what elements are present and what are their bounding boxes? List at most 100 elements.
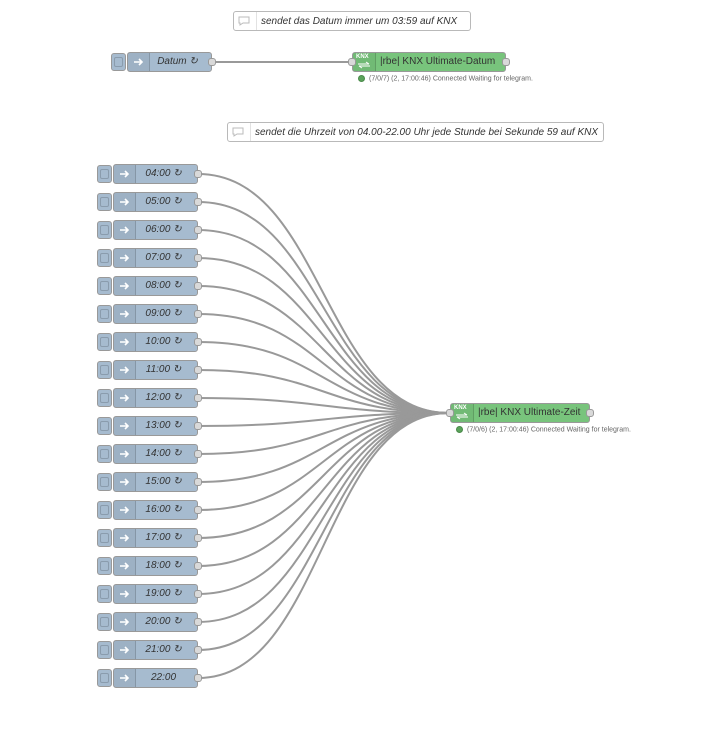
inject-node-time[interactable]: 19:00 ↻ bbox=[113, 584, 198, 604]
inject-label: 07:00 ↻ bbox=[145, 252, 182, 263]
inject-trigger-button[interactable] bbox=[97, 501, 112, 519]
wire-time[interactable] bbox=[197, 412, 450, 623]
inject-node-time[interactable]: 14:00 ↻ bbox=[113, 444, 198, 464]
inject-node-time[interactable]: 05:00 ↻ bbox=[113, 192, 198, 212]
inject-trigger-button[interactable] bbox=[97, 305, 112, 323]
output-port[interactable] bbox=[194, 646, 202, 654]
wire-time[interactable] bbox=[197, 412, 450, 651]
output-port[interactable] bbox=[208, 58, 216, 66]
wire-time[interactable] bbox=[197, 341, 450, 414]
inject-trigger-button[interactable] bbox=[97, 165, 112, 183]
inject-node-time[interactable]: 13:00 ↻ bbox=[113, 416, 198, 436]
output-port[interactable] bbox=[194, 450, 202, 458]
inject-node-time[interactable]: 17:00 ↻ bbox=[113, 528, 198, 548]
inject-trigger-button[interactable] bbox=[97, 473, 112, 491]
wire-time[interactable] bbox=[197, 412, 450, 455]
output-port[interactable] bbox=[194, 394, 202, 402]
wire-time[interactable] bbox=[197, 412, 450, 539]
wire-time[interactable] bbox=[197, 313, 450, 414]
inject-trigger-button[interactable] bbox=[97, 557, 112, 575]
inject-trigger-button[interactable] bbox=[97, 221, 112, 239]
wire-time[interactable] bbox=[197, 201, 450, 414]
arrow-right-icon bbox=[114, 473, 136, 491]
inject-node-time[interactable]: 11:00 ↻ bbox=[113, 360, 198, 380]
inject-node-time[interactable]: 16:00 ↻ bbox=[113, 500, 198, 520]
comment-node-time[interactable]: sendet die Uhrzeit von 04.00-22.00 Uhr j… bbox=[227, 122, 604, 142]
knx-node-zeit[interactable]: KNX |rbe| KNX Ultimate-Zeit bbox=[450, 403, 590, 423]
inject-node-time[interactable]: 06:00 ↻ bbox=[113, 220, 198, 240]
knx-node-datum[interactable]: KNX |rbe| KNX Ultimate-Datum bbox=[352, 52, 506, 72]
output-port[interactable] bbox=[194, 310, 202, 318]
inject-node-time[interactable]: 08:00 ↻ bbox=[113, 276, 198, 296]
knx-node-label: |rbe| KNX Ultimate-Datum bbox=[380, 56, 496, 67]
inject-label: 06:00 ↻ bbox=[145, 224, 182, 235]
wire-time[interactable] bbox=[197, 257, 450, 414]
output-port[interactable] bbox=[194, 534, 202, 542]
inject-trigger-button[interactable] bbox=[111, 53, 126, 71]
inject-node-time[interactable]: 10:00 ↻ bbox=[113, 332, 198, 352]
wire-time[interactable] bbox=[197, 412, 450, 679]
inject-trigger-button[interactable] bbox=[97, 417, 112, 435]
wire-time[interactable] bbox=[197, 397, 450, 414]
inject-node-time[interactable]: 09:00 ↻ bbox=[113, 304, 198, 324]
input-port[interactable] bbox=[446, 409, 454, 417]
output-port[interactable] bbox=[194, 198, 202, 206]
output-port[interactable] bbox=[194, 282, 202, 290]
inject-node-time[interactable]: 22:00 bbox=[113, 668, 198, 688]
inject-trigger-button[interactable] bbox=[97, 445, 112, 463]
wire-time[interactable] bbox=[197, 412, 450, 511]
wire-time[interactable] bbox=[197, 412, 450, 567]
output-port[interactable] bbox=[194, 338, 202, 346]
output-port[interactable] bbox=[586, 409, 594, 417]
output-port[interactable] bbox=[502, 58, 510, 66]
inject-label: 16:00 ↻ bbox=[145, 504, 182, 515]
output-port[interactable] bbox=[194, 422, 202, 430]
inject-node-time[interactable]: 12:00 ↻ bbox=[113, 388, 198, 408]
wire-time[interactable] bbox=[197, 229, 450, 414]
output-port[interactable] bbox=[194, 170, 202, 178]
inject-trigger-button[interactable] bbox=[97, 389, 112, 407]
arrow-right-icon bbox=[114, 501, 136, 519]
output-port[interactable] bbox=[194, 226, 202, 234]
inject-node-time[interactable]: 18:00 ↻ bbox=[113, 556, 198, 576]
inject-node-datum[interactable]: Datum ↻ bbox=[127, 52, 212, 72]
inject-trigger-button[interactable] bbox=[97, 529, 112, 547]
wire-time[interactable] bbox=[197, 285, 450, 414]
output-port[interactable] bbox=[194, 506, 202, 514]
inject-trigger-button[interactable] bbox=[97, 613, 112, 631]
arrow-right-icon bbox=[114, 193, 136, 211]
inject-trigger-button[interactable] bbox=[97, 249, 112, 267]
output-port[interactable] bbox=[194, 618, 202, 626]
inject-label: 08:00 ↻ bbox=[145, 280, 182, 291]
inject-label: 11:00 ↻ bbox=[145, 364, 182, 375]
wire-time[interactable] bbox=[197, 412, 450, 427]
inject-label: 18:00 ↻ bbox=[145, 560, 182, 571]
inject-node-time[interactable]: 20:00 ↻ bbox=[113, 612, 198, 632]
inject-node-time[interactable]: 04:00 ↻ bbox=[113, 164, 198, 184]
arrow-right-icon bbox=[114, 557, 136, 575]
inject-trigger-button[interactable] bbox=[97, 641, 112, 659]
arrow-right-icon bbox=[114, 361, 136, 379]
wire-time[interactable] bbox=[197, 173, 450, 414]
output-port[interactable] bbox=[194, 254, 202, 262]
inject-trigger-button[interactable] bbox=[97, 333, 112, 351]
inject-node-time[interactable]: 15:00 ↻ bbox=[113, 472, 198, 492]
inject-trigger-button[interactable] bbox=[97, 277, 112, 295]
inject-trigger-button[interactable] bbox=[97, 193, 112, 211]
output-port[interactable] bbox=[194, 366, 202, 374]
inject-node-time[interactable]: 21:00 ↻ bbox=[113, 640, 198, 660]
output-port[interactable] bbox=[194, 562, 202, 570]
output-port[interactable] bbox=[194, 590, 202, 598]
wire-time[interactable] bbox=[197, 412, 450, 595]
inject-label: 17:00 ↻ bbox=[145, 532, 182, 543]
input-port[interactable] bbox=[348, 58, 356, 66]
inject-trigger-button[interactable] bbox=[97, 669, 112, 687]
inject-trigger-button[interactable] bbox=[97, 361, 112, 379]
output-port[interactable] bbox=[194, 478, 202, 486]
inject-trigger-button[interactable] bbox=[97, 585, 112, 603]
wire-time[interactable] bbox=[197, 369, 450, 414]
comment-node-date[interactable]: sendet das Datum immer um 03:59 auf KNX bbox=[233, 11, 471, 31]
inject-node-time[interactable]: 07:00 ↻ bbox=[113, 248, 198, 268]
wire-time[interactable] bbox=[197, 412, 450, 483]
output-port[interactable] bbox=[194, 674, 202, 682]
